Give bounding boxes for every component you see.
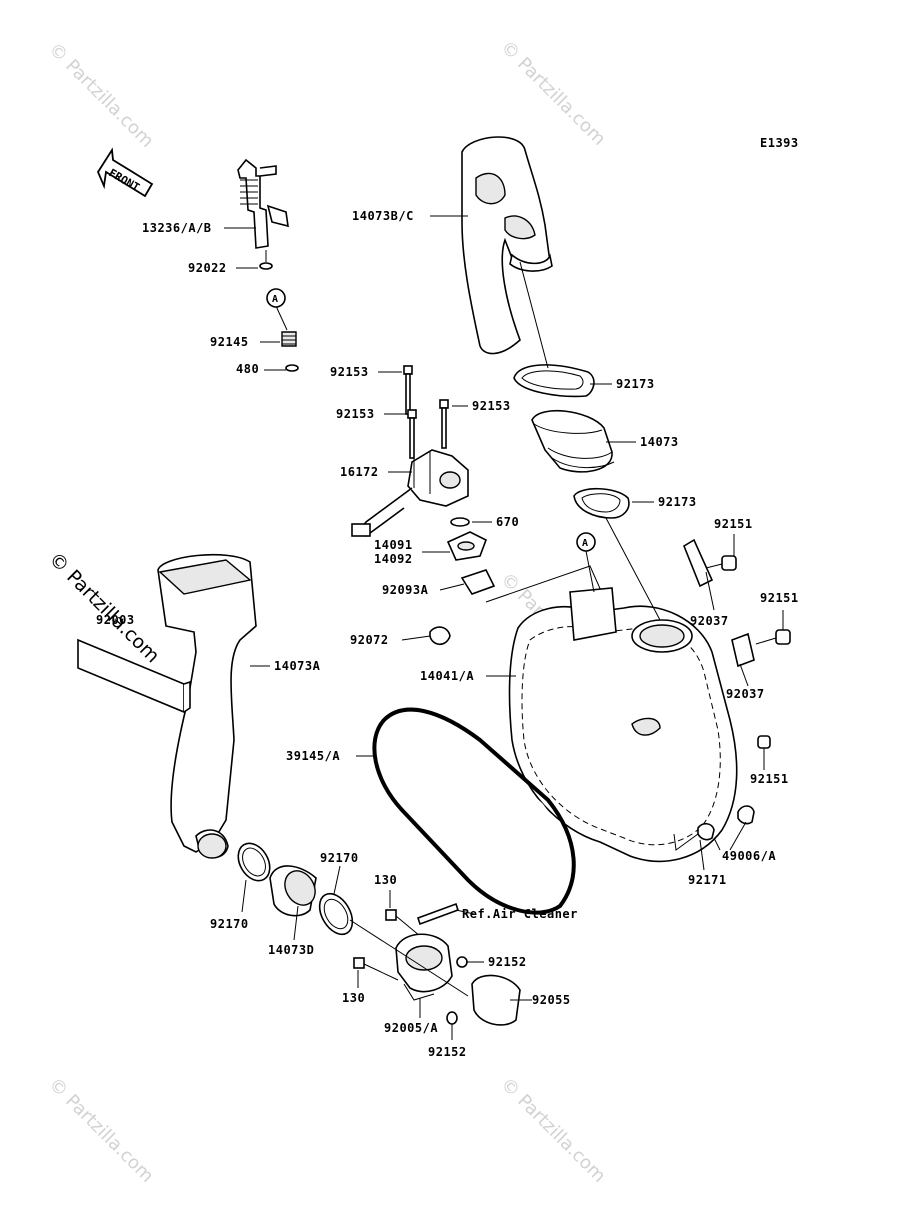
callout-13236: 13236/A/B (142, 221, 212, 235)
upper-air-duct-part (461, 136, 553, 355)
callout-130-upper: 130 (374, 873, 397, 887)
bolt-130-lower (353, 957, 399, 981)
callout-16172: 16172 (340, 465, 379, 479)
callout-92055: 92055 (532, 993, 571, 1007)
callout-39145: 39145/A (286, 749, 340, 763)
bracket-92037-lower (731, 632, 755, 668)
ref-marker-a-top: A (266, 288, 286, 308)
callout-92170-left: 92170 (210, 917, 249, 931)
band-92170-left (237, 842, 271, 882)
callout-670: 670 (496, 515, 519, 529)
callout-92153-c: 92153 (472, 399, 511, 413)
clip-480 (285, 364, 299, 372)
ref-marker-a-top-label: A (272, 294, 278, 305)
callout-92072: 92072 (350, 633, 389, 647)
damper-49006-b (697, 822, 715, 841)
front-arrow-icon: FRONT (96, 147, 154, 198)
ref-marker-a-cover-label: A (582, 538, 588, 549)
callout-92170-right: 92170 (320, 851, 359, 865)
callout-14041: 14041/A (420, 669, 474, 683)
callout-92037-upper: 92037 (690, 614, 729, 628)
callout-92171: 92171 (688, 873, 727, 887)
callout-92151-upper: 92151 (714, 517, 753, 531)
callout-14073bc: 14073B/C (352, 209, 414, 223)
outer-cover-14041-part (508, 587, 738, 863)
boot-14073d (269, 865, 317, 917)
callout-92145: 92145 (210, 335, 249, 349)
callout-92003: 92003 (96, 613, 135, 627)
watermark-top-right: © Partzilla.com (496, 37, 609, 150)
watermark-left-dark: © Partzilla.com (44, 548, 163, 667)
leader-lines (224, 215, 784, 1040)
callout-14092: 14092 (374, 552, 413, 566)
bracket-92037-upper (683, 538, 714, 588)
callout-92152-lower: 92152 (428, 1045, 467, 1059)
choke-plunger-part (237, 158, 289, 249)
band-92170-right (318, 892, 354, 936)
callout-92005: 92005/A (384, 1021, 438, 1035)
callout-labels: 13236/A/B 92022 92145 480 14073B/C 92173… (96, 209, 799, 1059)
diagram-code: E1393 (760, 136, 799, 150)
watermark-bottom-right: © Partzilla.com (496, 1074, 609, 1187)
callout-92037-lower: 92037 (726, 687, 765, 701)
o-ring-92022 (259, 262, 273, 270)
callout-14073: 14073 (640, 435, 679, 449)
callout-14073d: 14073D (268, 943, 314, 957)
callout-92022: 92022 (188, 261, 227, 275)
callout-49006: 49006/A (722, 849, 776, 863)
ref-marker-a-cover: A (576, 532, 596, 552)
bolt-92151-upper (705, 555, 737, 571)
left-air-duct-14073a (157, 553, 257, 859)
gasket-92055 (471, 974, 521, 1026)
bolt-92153-a (403, 365, 413, 415)
callout-92153-a: 92153 (330, 365, 369, 379)
callout-92152-upper: 92152 (488, 955, 527, 969)
ref-air-cleaner-tube (416, 902, 460, 926)
gasket-92173-upper (513, 364, 595, 398)
o-ring-670 (450, 517, 470, 527)
gasket-92093a (460, 569, 496, 595)
drive-belt-39145 (372, 707, 576, 915)
callout-92173-lower: 92173 (658, 495, 697, 509)
spring-92145 (281, 331, 297, 347)
watermark-bottom-left: © Partzilla.com (44, 1074, 157, 1187)
bolt-92153-b (407, 409, 417, 459)
callout-92151-middle: 92151 (760, 591, 799, 605)
clamp-92072 (429, 626, 451, 646)
callout-130-lower: 130 (342, 991, 365, 1005)
damper-49006 (737, 805, 755, 825)
callout-14091: 14091 (374, 538, 413, 552)
callout-92173-upper: 92173 (616, 377, 655, 391)
actuator-16172-part (351, 449, 469, 538)
intake-boot-part (531, 409, 615, 473)
gasket-92173-lower (573, 487, 630, 519)
cap-92152-lower (446, 1011, 458, 1025)
cap-92152-upper (456, 956, 468, 968)
callout-14073a: 14073A (274, 659, 321, 673)
bolt-92151-lower (757, 735, 771, 749)
bolt-130-upper (385, 909, 421, 937)
callout-480: 480 (236, 362, 259, 376)
callout-92151-lower: 92151 (750, 772, 789, 786)
bolt-92151-middle (755, 629, 791, 645)
watermark-top-left: © Partzilla.com (44, 39, 157, 152)
cap-14091-part (446, 531, 488, 561)
bolt-92153-c (439, 399, 449, 449)
callout-92153-b: 92153 (336, 407, 375, 421)
foam-92003 (77, 638, 185, 714)
callout-ref-air-cleaner: Ref.Air Cleaner (462, 907, 578, 921)
callout-92093a: 92093A (382, 583, 429, 597)
